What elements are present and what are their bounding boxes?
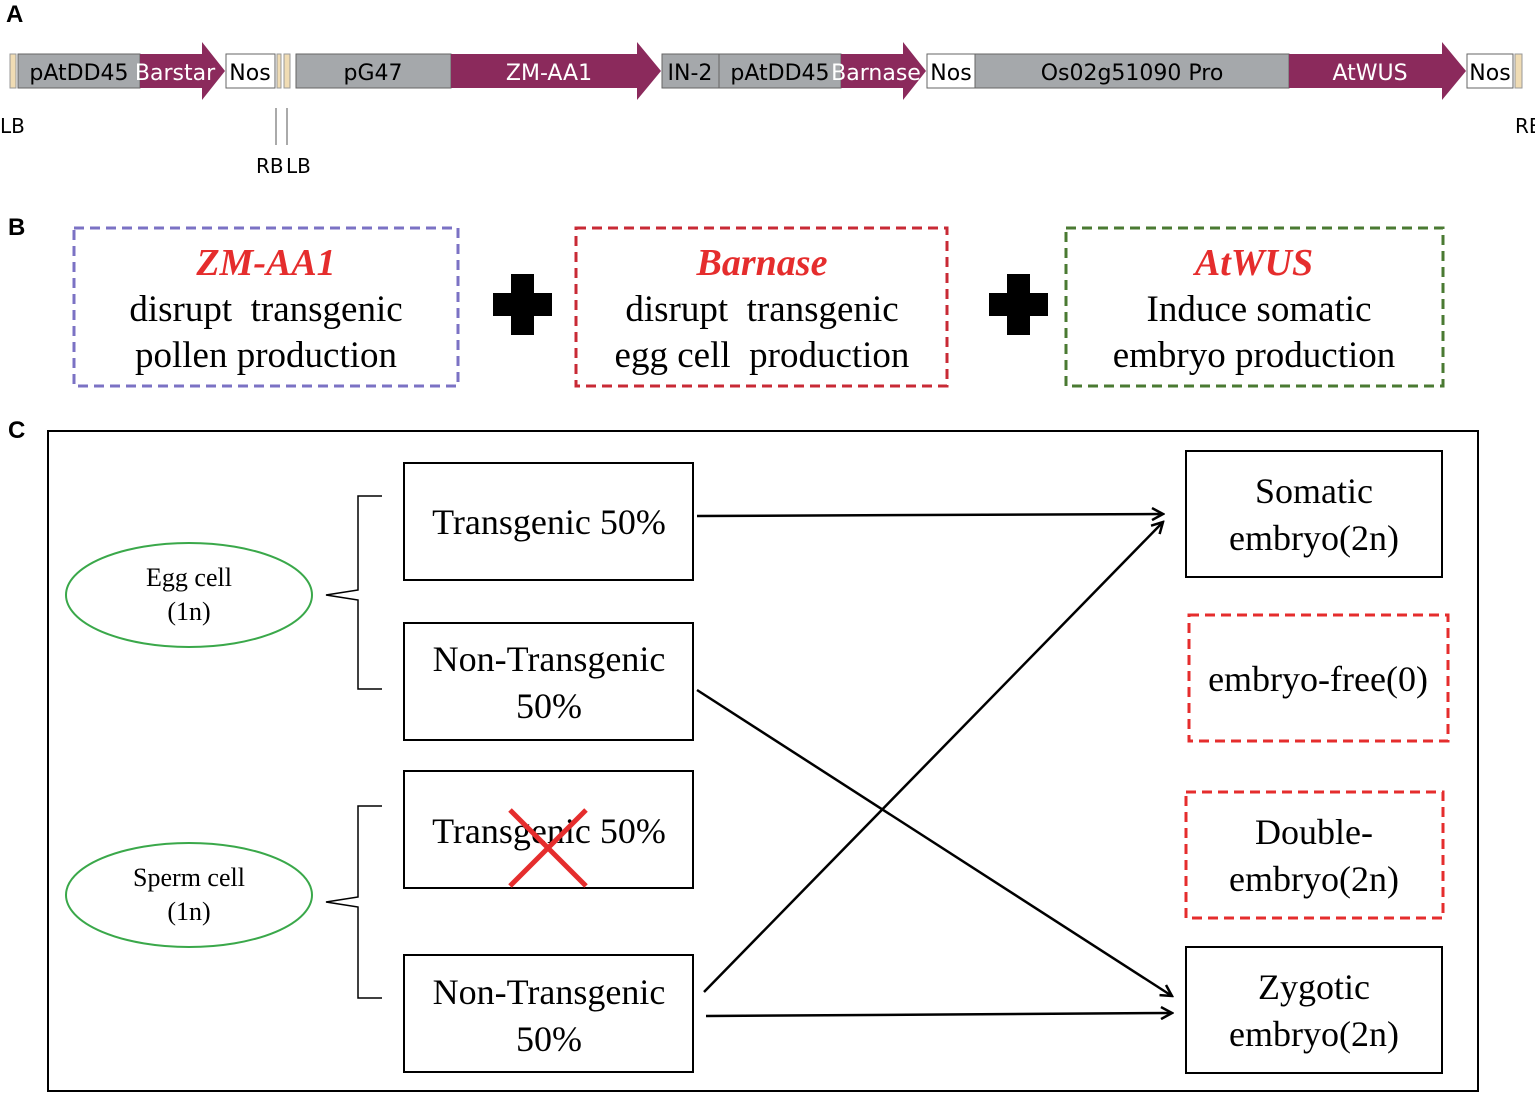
plus-icon [989,274,1048,335]
rb-mid-label: RB [256,154,284,178]
panel-b-letter: B [8,214,25,241]
segment-atwus-arrow [1289,42,1466,100]
gene-construct-map: pAtDD45 Barstar Nos pG47 ZM-AA1 IN-2 pAt… [0,42,1535,178]
egg-cell-line2: (1n) [167,597,210,626]
segment-zm-aa1-arrow [451,42,661,100]
barnase-line2: egg cell production [615,335,910,376]
segment-in2 [661,53,720,89]
somatic-embryo-line2: embryo(2n) [1229,518,1399,558]
segment-nos-1-label: Nos [229,61,270,86]
segment-pg47-label: pG47 [343,61,402,86]
cross-out-icon [508,808,588,888]
atwus-title: AtWUS [1193,242,1313,284]
segment-barnase-label: Barnase [831,61,921,86]
atwus-function-box: AtWUS Induce somatic embryo production [1064,226,1445,388]
rb-right-border-element [1514,53,1523,89]
zm-aa1-title: ZM-AA1 [195,242,335,284]
sperm-cell-line1: Sperm cell [133,863,245,892]
egg-cell-line1: Egg cell [146,563,232,592]
segment-nos-2-label: Nos [930,61,971,86]
egg-nontransgenic-box: Non-Transgenic 50% [403,622,694,741]
embryo-free-text: embryo-free(0) [1208,659,1428,699]
barnase-function-box: Barnase disrupt transgenic egg cell prod… [574,226,949,388]
segment-in2-label: IN-2 [668,61,713,86]
rb-mid-border-element [276,53,282,89]
atwus-line2: embryo production [1113,335,1396,376]
zygotic-embryo-box: Zygotic embryo(2n) [1185,946,1443,1074]
segment-patdd45-1 [17,53,141,89]
lb-mid-label: LB [286,154,311,178]
somatic-embryo-box: Somatic embryo(2n) [1185,450,1443,578]
atwus-line1: Induce somatic [1147,289,1372,330]
arrow-egg-transgenic-to-somatic [696,514,1163,516]
segment-patdd45-2-label: pAtDD45 [730,61,829,86]
sperm-transgenic-box: Transgenic 50% [403,770,694,889]
zm-aa1-function-box: ZM-AA1 disrupt transgenic pollen product… [72,226,460,388]
panel-c-frame [47,430,1479,1092]
egg-transgenic-box: Transgenic 50% [403,462,694,581]
double-embryo-line1: Double- [1255,812,1373,852]
panel-c-letter: C [8,417,25,444]
panel-a-letter: A [6,1,23,28]
segment-nos-3-label: Nos [1469,61,1510,86]
egg-nontransgenic-line1: Non-Transgenic [433,639,666,679]
sperm-nontransgenic-line1: Non-Transgenic [433,972,666,1012]
sperm-cell-brace [325,805,382,999]
segment-barnase-arrow [841,42,926,100]
double-embryo-line2: embryo(2n) [1229,859,1399,899]
sperm-nontransgenic-line2: 50% [516,1019,582,1059]
barnase-title: Barnase [696,242,828,284]
egg-transgenic-text: Transgenic 50% [432,502,666,542]
zygotic-embryo-line1: Zygotic [1258,967,1370,1007]
segment-patdd45-2 [718,53,842,89]
arrow-sperm-nontransgenic-to-zygotic [705,1013,1172,1016]
somatic-embryo-line1: Somatic [1255,471,1373,511]
sperm-cell-oval: Sperm cell (1n) [65,842,313,948]
segment-patdd45-1-label: pAtDD45 [29,61,128,86]
segment-os02g51090-pro [974,53,1290,89]
segment-nos-3 [1466,53,1514,89]
lb-left-label: LB [0,114,25,138]
segment-atwus-label: AtWUS [1332,61,1407,86]
segment-barstar-arrow [140,42,225,100]
arrow-sperm-nontransgenic-to-somatic [703,522,1163,993]
lb-mid-border-element [283,53,291,89]
embryo-free-box: embryo-free(0) [1187,613,1450,743]
sperm-cell-line2: (1n) [167,897,210,926]
barnase-box-border [574,226,949,388]
lb-left-border-element [9,53,17,89]
zygotic-embryo-line2: embryo(2n) [1229,1014,1399,1054]
double-embryo-box: Double- embryo(2n) [1184,790,1445,920]
egg-nontransgenic-line2: 50% [516,686,582,726]
zm-aa1-line2: pollen production [135,335,397,376]
barnase-line1: disrupt transgenic [625,289,898,330]
segment-nos-1 [225,53,276,89]
egg-cell-brace [325,495,382,690]
egg-cell-oval: Egg cell (1n) [65,542,313,648]
rb-right-label: RB [1515,114,1535,138]
plus-icon [493,274,552,335]
zm-aa1-box-border [72,226,460,388]
segment-barstar-label: Barstar [135,61,216,86]
sperm-nontransgenic-box: Non-Transgenic 50% [403,954,694,1073]
segment-os02g51090-pro-label: Os02g51090 Pro [1041,61,1224,86]
arrow-egg-nontransgenic-to-zygotic [696,688,1172,996]
atwus-box-border [1064,226,1445,388]
zm-aa1-line1: disrupt transgenic [129,289,402,330]
segment-zm-aa1-label: ZM-AA1 [506,61,592,86]
